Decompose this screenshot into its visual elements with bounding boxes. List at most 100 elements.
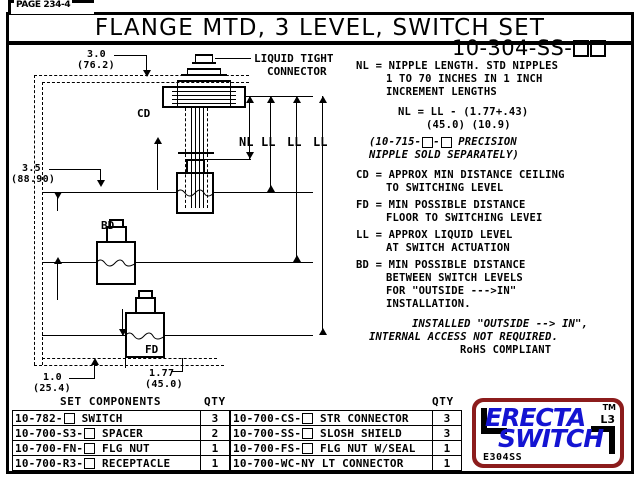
dim-bot-leader-v <box>94 365 95 378</box>
sw2-liquid-wave <box>96 259 136 267</box>
table-row[interactable]: 10-700-WC-NY LT CONNECTOR 1 <box>230 455 462 471</box>
connector-body-bot <box>181 74 227 76</box>
page-number-label: PAGE 234-4 <box>14 0 73 10</box>
components-table-left: 10-782- SWITCH 3 10-700-S3- SPACER 2 10-… <box>12 410 230 471</box>
part-cell: 10-700-S3- SPACER <box>12 425 201 441</box>
table-row[interactable]: 10-700-FS- FLG NUT W/SEAL 1 <box>230 440 462 456</box>
legend-nl-formula: NL = LL - (1.77+.43) <box>398 106 529 118</box>
logo-product-code: E304SS <box>483 452 523 463</box>
dim-bot-arrow <box>91 358 99 365</box>
sw3-neck-left <box>135 297 137 313</box>
ll3-dim-line <box>322 96 323 335</box>
nipple-box-1[interactable] <box>422 136 434 148</box>
dim-bot-mm: (25.4) <box>33 383 71 394</box>
bd-dim-line <box>57 262 58 300</box>
stem-dash-left <box>185 108 186 208</box>
table-row[interactable]: 10-700-CS- STR CONNECTOR 3 <box>230 410 462 426</box>
part-config-box[interactable] <box>63 413 75 424</box>
ll2-arrow-top <box>293 96 301 103</box>
legend-ll-line2: AT SWITCH ACTUATION <box>386 242 510 254</box>
connector-cap-right <box>212 54 213 63</box>
sw1-body-left <box>176 172 178 214</box>
logo-bracket-left-horizontal <box>481 428 507 434</box>
cd-arrow <box>154 137 162 144</box>
connector-label-line1: LIQUID TIGHT <box>254 52 334 65</box>
fd-arrow <box>119 329 127 336</box>
sw2-shoulder <box>96 241 136 243</box>
legend-install-note2: INTERNAL ACCESS NOT REQUIRED. <box>369 331 559 343</box>
logo-bracket-right-vertical <box>609 426 615 454</box>
part-config-box[interactable] <box>302 443 314 454</box>
part-config-box[interactable] <box>84 458 96 469</box>
table-row[interactable]: 10-700-FN- FLG NUT 1 <box>12 440 230 456</box>
part-config-box[interactable] <box>84 443 96 454</box>
stem-collar <box>178 152 214 154</box>
flange-rib-1 <box>172 91 236 92</box>
connector-cap-left <box>195 54 196 63</box>
tank-wall-outer <box>34 75 35 365</box>
stem-line-4 <box>203 108 204 208</box>
part-config-box[interactable] <box>302 428 314 439</box>
qty-cell: 3 <box>432 410 462 426</box>
legend-bd-line2: BETWEEN SWITCH LEVELS <box>386 272 523 284</box>
part-suffix: FLG NUT <box>95 441 150 455</box>
config-box-1[interactable] <box>573 39 590 57</box>
nipple-box-2[interactable] <box>440 136 452 148</box>
level-line-2b <box>135 262 313 263</box>
dim-left-inch: 3.5 <box>22 163 41 174</box>
connector-cap-top <box>195 54 213 56</box>
sw2-stud-left <box>109 219 111 227</box>
part-suffix: FLG NUT W/SEAL <box>313 441 416 455</box>
legend-nl-line2: 1 TO 70 INCHES IN 1 INCH <box>386 73 543 85</box>
table-row[interactable]: 10-700-R3- RECEPTACLE 1 <box>12 455 230 471</box>
table-header-qty-left: QTY <box>204 395 226 408</box>
table-row[interactable]: 10-700-SS- SLOSH SHIELD 3 <box>230 425 462 441</box>
legend-ll-line1: LL = APPROX LIQUID LEVEL <box>356 229 513 241</box>
part-cell: 10-782- SWITCH <box>12 410 201 426</box>
part-number-row: 10-304-SS- <box>452 36 607 60</box>
dim-right-mm: (45.0) <box>145 379 183 390</box>
nipple-part-mid: - <box>433 136 440 148</box>
ll3-arrow-bot <box>319 328 327 335</box>
part-prefix: 10-700-FS- <box>233 441 302 455</box>
config-box-2[interactable] <box>590 39 607 57</box>
sw3-shoulder <box>125 312 165 314</box>
part-config-box[interactable] <box>84 428 96 439</box>
tank-ceiling-outer <box>34 75 249 76</box>
part-prefix: 10-700-CS- <box>233 411 302 425</box>
trademark-icon: TM <box>602 403 616 412</box>
tank-floor-outer <box>34 365 224 366</box>
legend-panel: NL = NIPPLE LENGTH. STD NIPPLES 1 TO 70 … <box>356 60 628 357</box>
nl-arrow-top <box>246 96 254 103</box>
label-ll-1: LL <box>261 135 276 149</box>
part-cell: 10-700-WC-NY LT CONNECTOR <box>230 455 433 471</box>
part-cell: 10-700-SS- SLOSH SHIELD <box>230 425 433 441</box>
dim-right-inch: 1.77 <box>149 368 175 379</box>
bd-dim-line-2 <box>57 197 58 211</box>
sw3-neck-top <box>135 297 155 299</box>
connector-cap-bot <box>192 62 216 64</box>
dim-bot-inch: 1.0 <box>43 372 62 383</box>
bd-arrow <box>54 257 62 264</box>
table-row[interactable]: 10-782- SWITCH 3 <box>12 410 230 426</box>
sw3-stud-right <box>151 290 153 298</box>
legend-bd-line1: BD = MIN POSSIBLE DISTANCE <box>356 259 526 271</box>
nl-base-leader <box>205 159 251 160</box>
flange-plate-right <box>244 86 246 108</box>
qty-cell: 3 <box>200 410 230 426</box>
sw1-body-bot <box>176 212 214 214</box>
table-row[interactable]: 10-700-S3- SPACER 2 <box>12 425 230 441</box>
level-line-2 <box>42 262 97 263</box>
part-config-box[interactable] <box>302 413 314 424</box>
sw2-body-right <box>134 241 136 285</box>
flange-hub-right <box>230 80 231 86</box>
nipple-part-post: PRECISION <box>451 136 517 148</box>
part-suffix: SLOSH SHIELD <box>313 426 402 440</box>
legend-cd-line1: CD = APPROX MIN DISTANCE CEILING <box>356 169 565 181</box>
stem-line-2 <box>195 108 196 208</box>
sw2-body-left <box>96 241 98 285</box>
qty-cell: 1 <box>200 455 230 471</box>
qty-cell: 1 <box>200 440 230 456</box>
flange-hub-top <box>177 80 231 82</box>
table-header-qty-right: QTY <box>432 395 454 408</box>
